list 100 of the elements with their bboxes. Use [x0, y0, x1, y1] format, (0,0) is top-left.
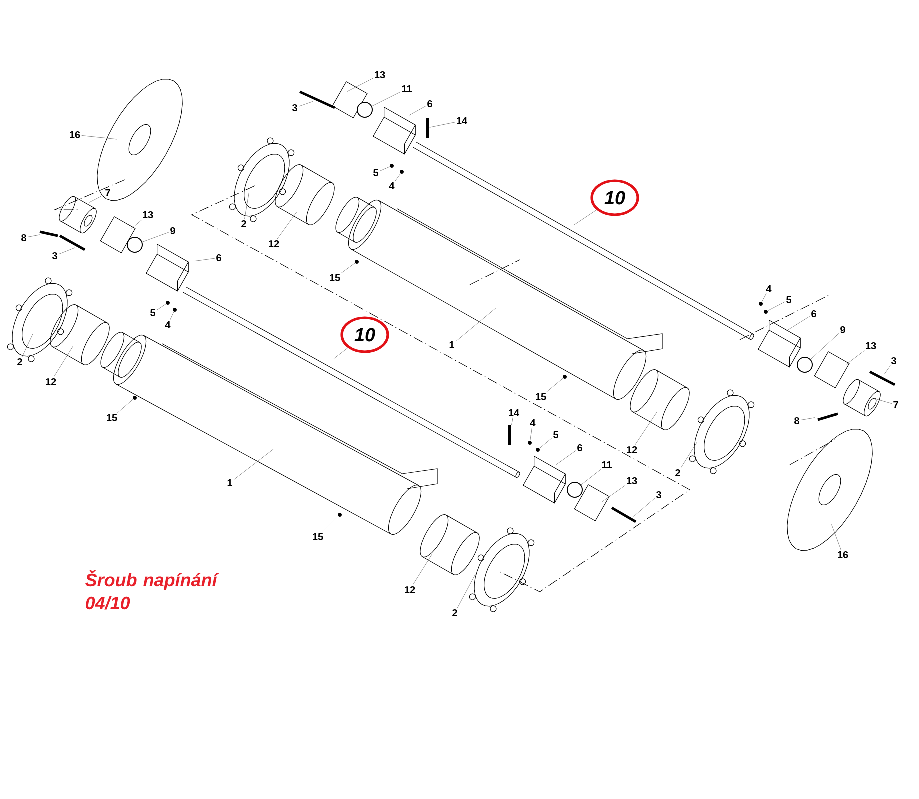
- callout-number: 3: [656, 491, 662, 499]
- callout-number: 3: [292, 104, 298, 112]
- callout-number: 12: [46, 378, 56, 386]
- leader-line: [395, 174, 401, 182]
- leader-line: [556, 450, 576, 466]
- callout-number: 1: [450, 342, 454, 348]
- leader-line: [762, 294, 767, 302]
- callout-number: 4: [766, 286, 772, 292]
- leader-line: [602, 486, 626, 502]
- leader-line: [170, 312, 174, 320]
- leader-line: [194, 258, 216, 262]
- callout-number: 2: [18, 358, 22, 366]
- callout-number: 6: [578, 444, 582, 452]
- callout-number: 4: [165, 322, 171, 328]
- leader-line: [810, 334, 840, 360]
- washer-symbol: [528, 441, 532, 445]
- leader-line: [28, 234, 40, 238]
- leader-line: [380, 166, 390, 172]
- callout-number: 13: [375, 71, 386, 79]
- leader-line: [334, 348, 348, 360]
- callout-number: 7: [106, 190, 110, 196]
- leader-line: [832, 524, 842, 550]
- leader-line: [412, 554, 433, 586]
- leader-line: [234, 448, 274, 480]
- leader-line: [635, 412, 658, 446]
- leader-line: [457, 574, 476, 608]
- leader-line: [456, 308, 496, 342]
- nut-symbol: [357, 102, 373, 118]
- nut-symbol: [567, 482, 583, 498]
- leader-line: [800, 418, 816, 420]
- callout-number: 5: [554, 432, 558, 438]
- callout-number: 12: [269, 240, 280, 248]
- callout-number: 9: [840, 326, 846, 334]
- leader-line: [22, 334, 34, 358]
- circled-callout-number: 10: [590, 180, 640, 216]
- leader-line: [581, 470, 602, 486]
- washer-symbol: [764, 310, 768, 314]
- callout-number: 2: [676, 470, 680, 476]
- callout-number: 4: [530, 420, 536, 426]
- leader-line: [540, 438, 552, 449]
- nut-symbol: [797, 357, 813, 373]
- callout-number: 14: [457, 118, 468, 124]
- washer-symbol: [563, 375, 567, 379]
- leader-line: [884, 366, 891, 374]
- pin-symbol: [426, 118, 430, 138]
- leader-line: [132, 220, 142, 229]
- callout-number: 1: [228, 480, 232, 486]
- callout-number: 16: [70, 131, 80, 139]
- leader-line: [298, 101, 314, 107]
- callout-number: 6: [812, 310, 816, 318]
- leader-line: [58, 248, 76, 255]
- callout-number: 6: [428, 100, 432, 108]
- leader-line: [341, 263, 356, 274]
- leader-line: [156, 304, 166, 310]
- callout-number: 9: [170, 227, 176, 235]
- callout-number: 3: [52, 252, 58, 260]
- washer-symbol: [338, 513, 342, 517]
- washer-symbol: [133, 396, 137, 400]
- note-text: Šroub napínání 04/10: [86, 570, 220, 610]
- pin-symbol: [508, 425, 512, 445]
- callout-number: 13: [627, 477, 638, 485]
- callout-number: 11: [602, 462, 612, 468]
- circled-callout-number: 10: [340, 316, 390, 354]
- leader-line: [244, 192, 250, 220]
- leader-line: [82, 136, 118, 140]
- callout-number: 5: [150, 310, 156, 316]
- washer-symbol: [173, 308, 177, 312]
- callout-number: 8: [794, 417, 800, 425]
- leader-line: [54, 346, 74, 378]
- callout-number: 6: [216, 254, 222, 262]
- callout-number: 13: [866, 342, 876, 350]
- leader-line: [574, 210, 597, 226]
- leader-line: [372, 92, 401, 107]
- callout-number: 12: [405, 586, 416, 594]
- leader-line: [409, 106, 426, 116]
- callout-number: 11: [402, 86, 412, 92]
- leader-line: [89, 194, 104, 203]
- callout-number: 15: [107, 414, 118, 422]
- washer-symbol: [166, 301, 170, 305]
- leader-line: [322, 516, 339, 532]
- leader-line: [786, 316, 810, 332]
- leader-line: [530, 428, 532, 441]
- callout-number: 5: [374, 170, 378, 176]
- callout-number: 13: [143, 211, 154, 219]
- callout-number: 7: [894, 402, 898, 408]
- leader-line: [277, 212, 298, 240]
- callout-number: 15: [313, 534, 324, 540]
- washer-symbol: [390, 164, 394, 168]
- washer-symbol: [400, 170, 404, 174]
- leader-line: [876, 399, 892, 404]
- leader-line: [634, 498, 656, 517]
- washer-symbol: [355, 260, 359, 264]
- leader-line: [142, 232, 170, 242]
- callout-number: 5: [786, 296, 792, 304]
- leader-line: [846, 350, 865, 366]
- leader-line: [117, 399, 134, 414]
- callout-number: 3: [891, 357, 896, 365]
- leader-line: [546, 378, 564, 392]
- leader-line: [430, 122, 456, 128]
- callout-number: 2: [242, 220, 246, 228]
